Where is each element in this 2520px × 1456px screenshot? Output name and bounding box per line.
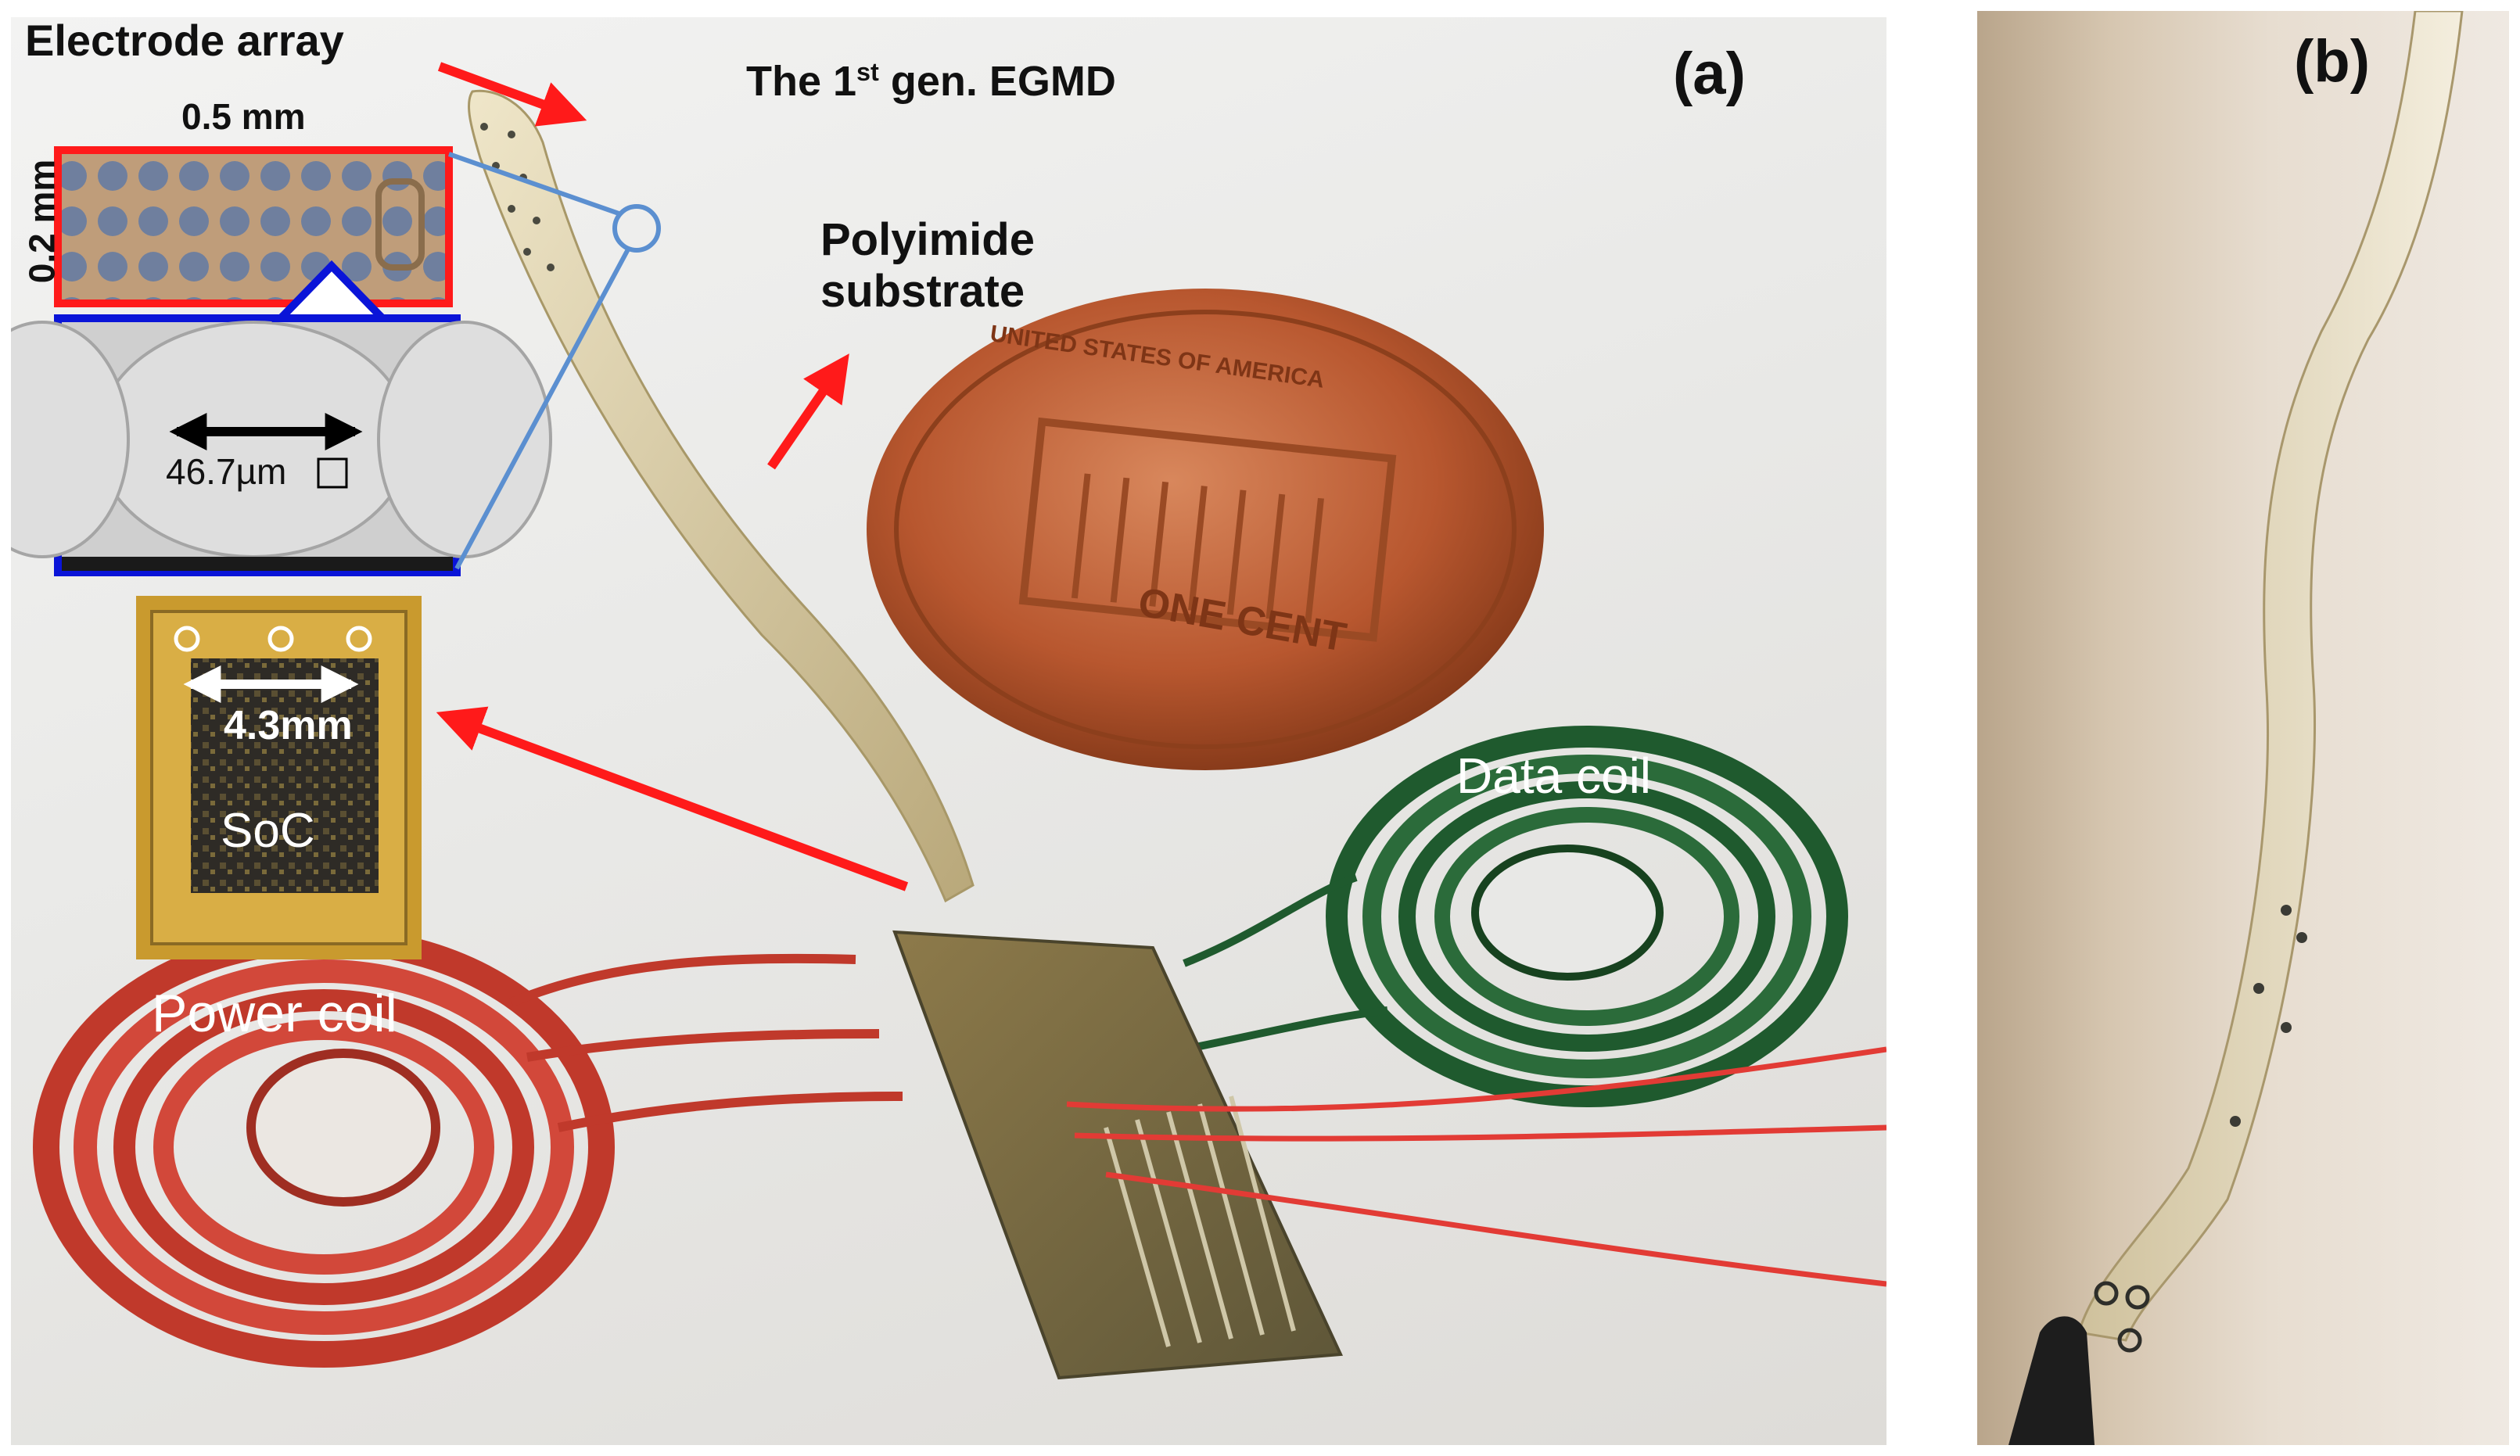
red-pointer-arrows [436, 62, 909, 891]
sem-callout [11, 260, 552, 576]
height-dimension-label: 0.2 mm [21, 159, 63, 284]
panel-b-tip-rings [2094, 1281, 2150, 1353]
soc-dimension-label: 4.3mm [224, 703, 353, 748]
polyimide-label-line1: Polyimide [820, 214, 1035, 265]
panel-a-letter: (a) [1673, 41, 1746, 107]
panel-b-scene [2008, 11, 2464, 1445]
penny-coin [867, 289, 1544, 770]
panel-b-letter: (b) [2294, 28, 2371, 95]
data-coil-label: Data coil [1456, 748, 1651, 804]
title-text-sup: st [856, 58, 879, 86]
title-text-post: gen. EGMD [878, 58, 1116, 105]
data-coil [1183, 726, 1848, 1107]
pad-diameter-label: 46.7µm [166, 451, 287, 492]
electrode-array-label: Electrode array [25, 17, 344, 65]
panel-a-title: The 1st gen. EGMD [746, 58, 1116, 105]
soc-die-photo [136, 596, 422, 959]
panel-b-ribbon [2077, 11, 2464, 1342]
panel-a-photo: (a) The 1st gen. EGMD Electrode array 0.… [11, 17, 1886, 1445]
panel-b-photo: (b) [1977, 11, 2509, 1445]
panel-b-electrode-dots [2230, 905, 2307, 1127]
blue-leader-lines [448, 152, 661, 570]
power-coil-label: Power coil [152, 984, 397, 1043]
pcb-board [892, 930, 1344, 1380]
width-dimension-label: 0.5 mm [181, 96, 306, 137]
panel-b-probe-tip [2008, 1316, 2095, 1445]
title-text-pre: The 1 [746, 58, 857, 105]
red-lead-wires [1066, 1046, 1886, 1287]
polyimide-label-line2: substrate [820, 266, 1025, 317]
panel-a-scene [11, 62, 1886, 1380]
soc-label: SoC [221, 804, 315, 858]
electrode-array-callout [54, 146, 453, 307]
polyimide-ribbon [467, 89, 975, 903]
